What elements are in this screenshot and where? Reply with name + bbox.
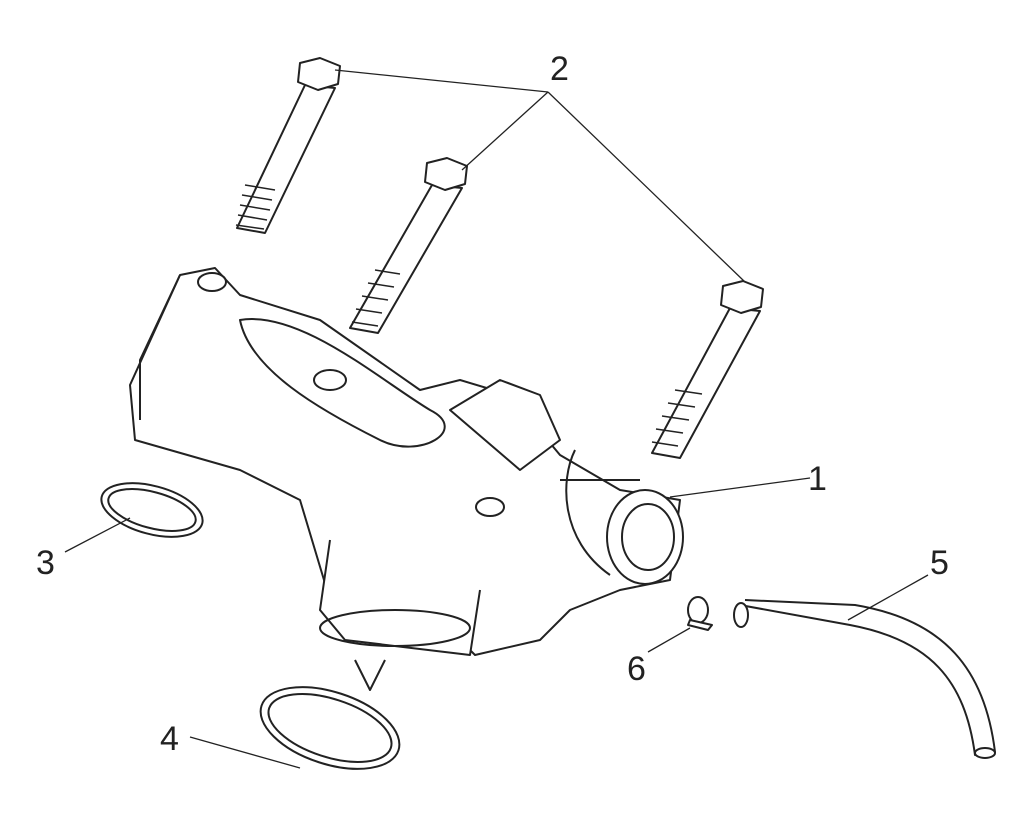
callout-6: 6 <box>627 650 646 688</box>
bolt-2 <box>349 157 468 334</box>
callout-3: 3 <box>36 544 55 582</box>
leader-lines <box>64 69 929 769</box>
callout-5: 5 <box>930 544 949 582</box>
hose-clamp <box>687 596 713 631</box>
bolt-3 <box>651 280 764 459</box>
pump-body <box>129 267 684 691</box>
callout-1: 1 <box>808 460 827 498</box>
o-ring-4 <box>259 686 401 770</box>
callout-2: 2 <box>550 50 569 88</box>
callout-4: 4 <box>160 720 179 758</box>
bolt-1 <box>235 57 341 234</box>
o-ring-3 <box>100 482 204 538</box>
hose <box>733 599 996 759</box>
